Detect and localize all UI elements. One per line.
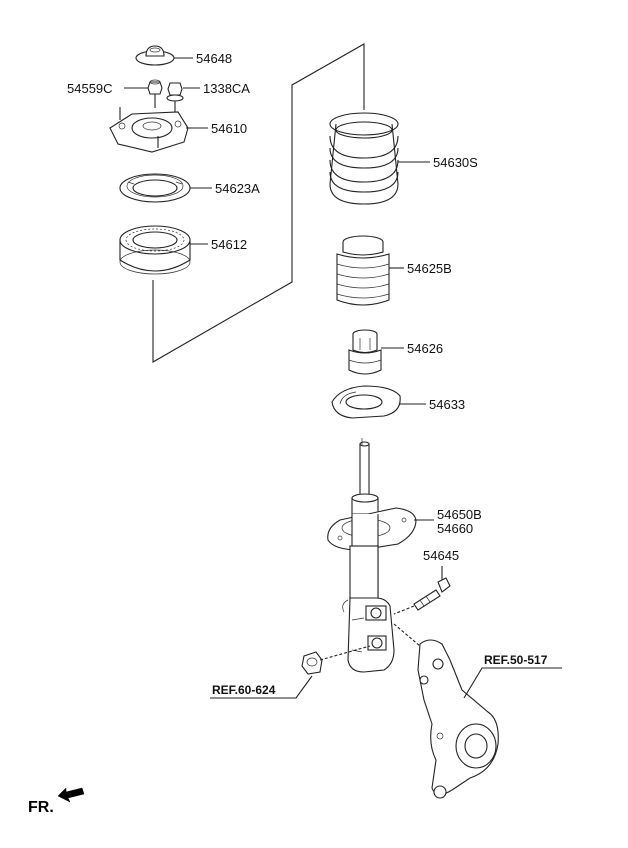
part-label-54645: 54645 bbox=[423, 548, 459, 563]
lock-nut-part bbox=[147, 79, 163, 108]
dust-cover-part bbox=[336, 235, 390, 306]
part-label-54612: 54612 bbox=[211, 237, 247, 252]
assembly-bracket-line bbox=[152, 43, 365, 363]
part-label-54633: 54633 bbox=[429, 397, 465, 412]
flange-nut-part bbox=[166, 82, 184, 112]
part-label-54610: 54610 bbox=[211, 121, 247, 136]
ref-label-50-517: REF.50-517 bbox=[484, 653, 548, 667]
part-label-54648: 54648 bbox=[196, 51, 232, 66]
steering-knuckle-part bbox=[393, 623, 499, 799]
bump-stopper-part bbox=[348, 329, 382, 375]
part-label-54650b: 54650B bbox=[437, 507, 482, 522]
dust-cap-part bbox=[135, 45, 175, 66]
spring-upper-pad-part bbox=[119, 173, 191, 203]
strut-assembly-part bbox=[327, 438, 417, 673]
ref-label-60-624: REF.60-624 bbox=[212, 683, 276, 697]
part-label-1338ca: 1338CA bbox=[203, 81, 250, 96]
spring-lower-pad-part bbox=[331, 385, 401, 419]
part-label-54626: 54626 bbox=[407, 341, 443, 356]
strut-insulator-part bbox=[109, 107, 189, 153]
part-label-54630s: 54630S bbox=[433, 155, 478, 170]
part-label-54623a: 54623A bbox=[215, 181, 260, 196]
coil-spring-part bbox=[329, 112, 399, 205]
stabilizer-nut-part bbox=[301, 651, 323, 675]
part-label-54660: 54660 bbox=[437, 521, 473, 536]
part-label-54625b: 54625B bbox=[407, 261, 452, 276]
front-direction-label: FR. bbox=[28, 799, 54, 816]
part-label-54559c: 54559C bbox=[67, 81, 113, 96]
strut-bolt-part bbox=[413, 577, 451, 611]
strut-bearing-part bbox=[119, 225, 191, 275]
front-arrow-icon bbox=[57, 787, 85, 803]
